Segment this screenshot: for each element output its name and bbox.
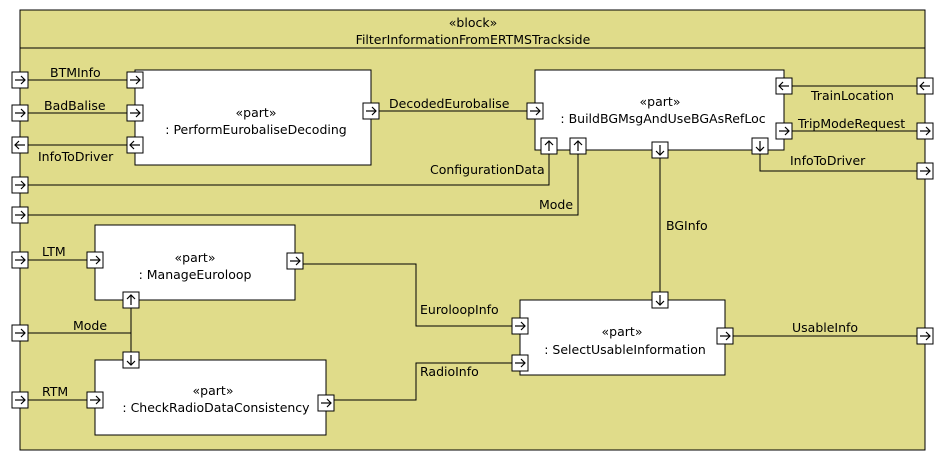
flow-label-info-to-driver-left: InfoToDriver xyxy=(38,149,114,164)
port-build-decoded-eurobalise[interactable] xyxy=(526,102,544,120)
flow-label-configuration-data: ConfigurationData xyxy=(430,162,545,177)
port-in-configuration-data[interactable] xyxy=(11,176,29,194)
connectors xyxy=(28,79,917,401)
port-usable-radio-info[interactable] xyxy=(511,354,529,372)
part-name: : PerformEurobaliseDecoding xyxy=(165,122,346,137)
port-out-usable-info[interactable] xyxy=(916,327,934,345)
port-build-bg-info[interactable] xyxy=(651,141,669,159)
flow-label-decoded-eurobalise: DecodedEurobalise xyxy=(389,96,510,111)
port-radio-mode[interactable] xyxy=(122,351,140,369)
port-radio-rtm[interactable] xyxy=(86,391,104,409)
port-usable-bg-info[interactable] xyxy=(651,291,669,309)
port-euroloop-ltm[interactable] xyxy=(86,251,104,269)
part-perform-eurobalise-decoding[interactable]: «part» : PerformEurobaliseDecoding xyxy=(134,69,372,166)
part-name: : CheckRadioDataConsistency xyxy=(122,400,310,415)
port-decoding-bad-balise[interactable] xyxy=(126,104,144,122)
port-build-info-to-driver[interactable] xyxy=(751,137,769,155)
port-out-info-to-driver-left[interactable] xyxy=(11,136,29,154)
block-stereotype: «block» xyxy=(449,15,497,30)
port-decoding-decoded-eurobalise[interactable] xyxy=(362,102,380,120)
port-build-trip-mode-request[interactable] xyxy=(775,122,793,140)
flow-label-mode-left: Mode xyxy=(73,318,107,333)
part-select-usable-information[interactable]: «part» : SelectUsableInformation xyxy=(519,299,726,376)
flow-label-train-location: TrainLocation xyxy=(810,88,894,103)
part-stereotype: «part» xyxy=(175,250,216,265)
part-name: : SelectUsableInformation xyxy=(544,342,706,357)
port-build-mode[interactable] xyxy=(569,137,587,155)
part-name: : ManageEuroloop xyxy=(139,267,252,282)
port-euroloop-mode[interactable] xyxy=(122,291,140,309)
part-stereotype: «part» xyxy=(236,105,277,120)
port-usable-usable-info[interactable] xyxy=(716,327,734,345)
flow-label-btm-info: BTMInfo xyxy=(50,65,101,80)
port-in-mode-top[interactable] xyxy=(11,206,29,224)
flow-label-rtm: RTM xyxy=(42,384,68,399)
flow-label-ltm: LTM xyxy=(42,244,66,259)
port-usable-euroloop-info[interactable] xyxy=(511,317,529,335)
ports xyxy=(11,71,934,412)
port-in-rtm[interactable] xyxy=(11,391,29,409)
port-euroloop-euroloop-info[interactable] xyxy=(286,252,304,270)
port-in-train-location[interactable] xyxy=(916,77,934,95)
flow-label-bg-info: BGInfo xyxy=(666,218,708,233)
flow-label-radio-info: RadioInfo xyxy=(420,364,479,379)
part-stereotype: «part» xyxy=(602,324,643,339)
flow-label-trip-mode-request: TripModeRequest xyxy=(797,116,905,131)
block-title: FilterInformationFromERTMSTrackside xyxy=(356,32,591,47)
part-stereotype: «part» xyxy=(193,383,234,398)
flow-label-euroloop-info: EuroloopInfo xyxy=(420,302,499,317)
port-out-info-to-driver-right[interactable] xyxy=(916,162,934,180)
flow-label-mode-top: Mode xyxy=(539,197,573,212)
port-decoding-btm-info[interactable] xyxy=(126,71,144,89)
port-build-train-location[interactable] xyxy=(775,77,793,95)
port-in-ltm[interactable] xyxy=(11,251,29,269)
port-in-btm-info[interactable] xyxy=(11,71,29,89)
flow-label-bad-balise: BadBalise xyxy=(44,98,106,113)
port-build-configuration-data[interactable] xyxy=(540,137,558,155)
part-check-radio-data-consistency[interactable]: «part» : CheckRadioDataConsistency xyxy=(94,359,327,436)
port-out-trip-mode-request[interactable] xyxy=(916,122,934,140)
part-manage-euroloop[interactable]: «part» : ManageEuroloop xyxy=(94,224,296,301)
part-name: : BuildBGMsgAndUseBGAsRefLoc xyxy=(560,111,765,126)
port-radio-radio-info[interactable] xyxy=(317,394,335,412)
port-in-bad-balise[interactable] xyxy=(11,104,29,122)
flow-label-info-to-driver-right: InfoToDriver xyxy=(790,153,866,168)
port-in-mode-left[interactable] xyxy=(11,324,29,342)
part-stereotype: «part» xyxy=(640,94,681,109)
port-decoding-info-to-driver[interactable] xyxy=(126,136,144,154)
flow-label-usable-info: UsableInfo xyxy=(792,320,858,335)
